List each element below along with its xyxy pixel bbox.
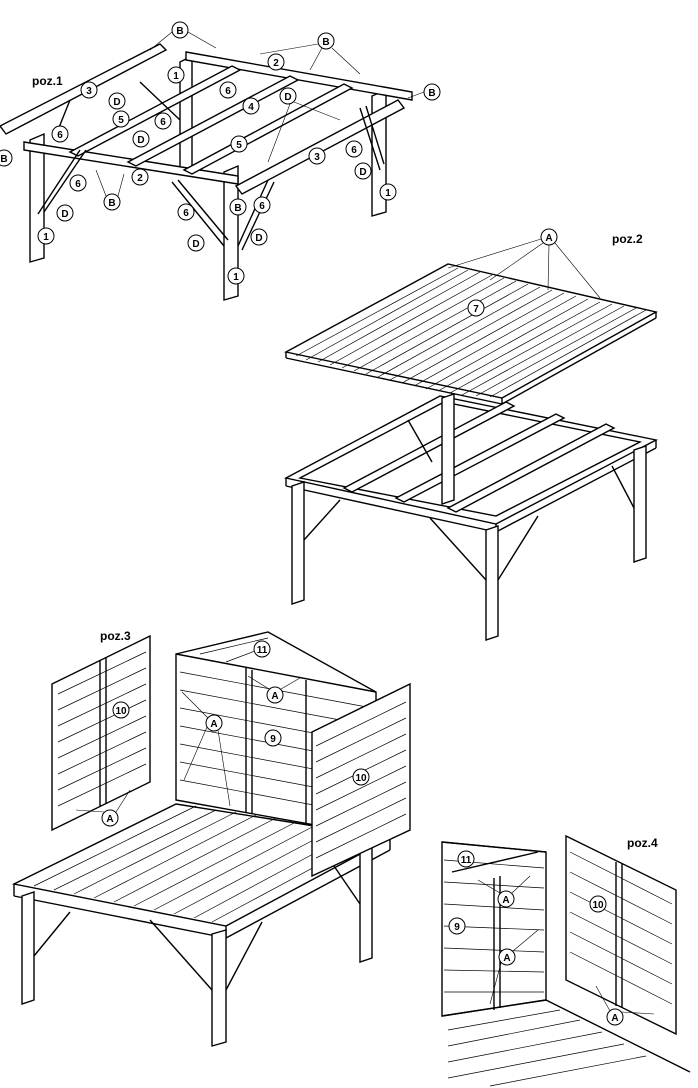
callout-6: 6 — [259, 201, 265, 212]
callout-B: B — [234, 203, 241, 214]
callout-B: B — [0, 154, 7, 165]
panel-label-poz4: poz.4 — [627, 836, 658, 850]
floor-poz3 — [11, 803, 393, 1047]
callout-5: 5 — [236, 140, 242, 151]
callout-5: 5 — [118, 115, 124, 126]
callout-A: A — [106, 814, 113, 825]
leader-lines-poz2 — [447, 238, 601, 299]
leader-lines-poz3 — [75, 675, 301, 813]
panel-label-poz1: poz.1 — [32, 74, 63, 88]
callout-3: 3 — [314, 152, 320, 163]
callout-D: D — [61, 209, 68, 220]
callout-1: 1 — [385, 188, 391, 199]
callout-D: D — [255, 233, 262, 244]
callouts-poz1: B B B B B B 1 1 1 1 2 2 3 3 4 5 5 6 6 6 … — [0, 21, 441, 285]
callout-1: 1 — [173, 71, 179, 82]
callout-B: B — [322, 37, 329, 48]
callout-A: A — [611, 1013, 618, 1024]
callout-7: 7 — [473, 304, 479, 315]
callout-1: 1 — [43, 232, 49, 243]
callout-A: A — [503, 953, 510, 964]
callout-11: 11 — [257, 645, 268, 656]
callout-D: D — [359, 167, 366, 178]
callout-D: D — [137, 135, 144, 146]
callouts-poz3: 10 A 11 A A 9 10 — [101, 640, 370, 827]
callout-9: 9 — [270, 734, 276, 745]
frame-poz1 — [0, 43, 413, 301]
callout-9: 9 — [454, 922, 460, 933]
wall-panel-10-left — [51, 634, 151, 832]
callout-B: B — [428, 88, 435, 99]
callout-B: B — [108, 198, 115, 209]
callout-4: 4 — [248, 102, 254, 113]
callout-6: 6 — [225, 86, 231, 97]
callout-A: A — [502, 895, 509, 906]
leader-lines-poz4 — [477, 875, 655, 1015]
callout-10: 10 — [592, 900, 604, 911]
leader-lines-poz1 — [95, 31, 425, 197]
callout-6: 6 — [75, 179, 81, 190]
callouts-poz2: A 7 — [467, 228, 558, 317]
callout-A: A — [545, 233, 552, 244]
callout-2: 2 — [273, 58, 279, 69]
callout-6: 6 — [183, 208, 189, 219]
callout-6: 6 — [57, 130, 63, 141]
callouts-poz4: 11 A 9 A 10 A — [448, 850, 624, 1026]
callout-A: A — [271, 691, 278, 702]
callout-D: D — [192, 239, 199, 250]
deck-boards-poz2 — [284, 263, 658, 405]
callout-D: D — [113, 97, 120, 108]
corner-detail-poz4 — [441, 834, 691, 1087]
panel-label-poz2: poz.2 — [612, 232, 643, 246]
panel-label-poz3: poz.3 — [100, 629, 131, 643]
callout-A: A — [210, 719, 217, 730]
callout-D: D — [284, 92, 291, 103]
callout-11: 11 — [461, 855, 472, 866]
callout-1: 1 — [233, 272, 239, 283]
callout-3: 3 — [86, 86, 92, 97]
frame-poz2 — [283, 393, 659, 641]
callout-10: 10 — [355, 773, 367, 784]
callout-2: 2 — [137, 173, 143, 184]
callout-6: 6 — [351, 145, 357, 156]
callout-10: 10 — [115, 706, 127, 717]
callout-B: B — [176, 26, 183, 37]
callout-6: 6 — [160, 117, 166, 128]
